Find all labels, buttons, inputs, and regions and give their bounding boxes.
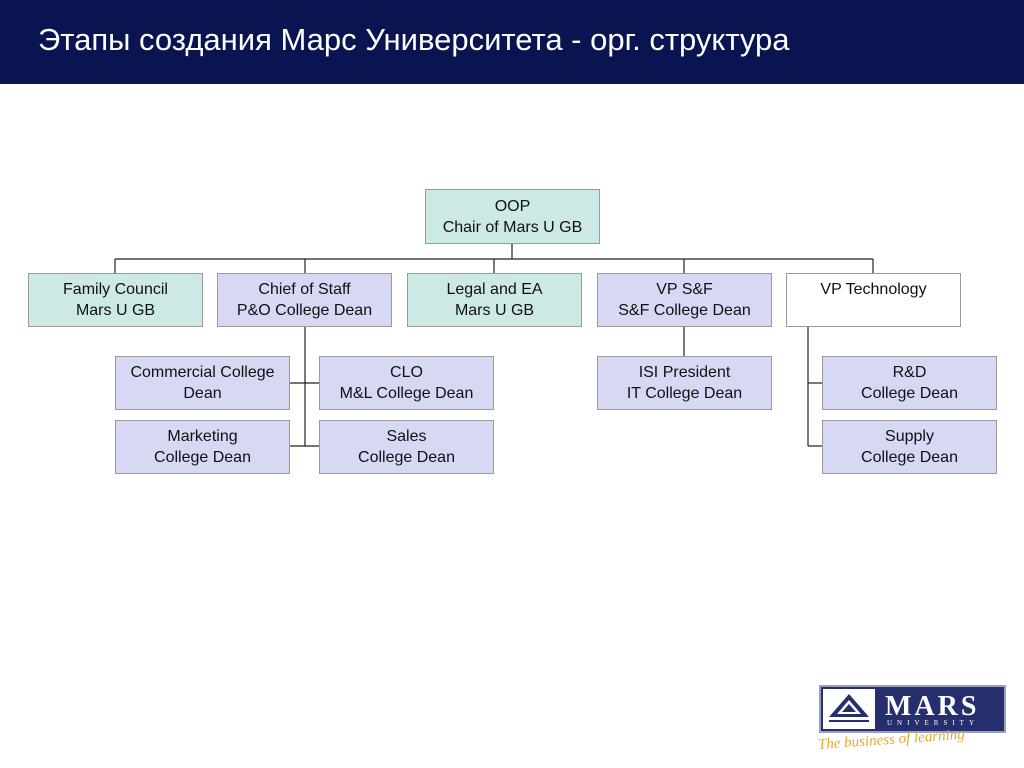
org-box-line: ISI President xyxy=(638,364,731,381)
org-box-line: Marketing xyxy=(167,428,238,445)
org-box-marketing-dean: Marketing College Dean xyxy=(115,420,290,474)
org-box-line: College Dean xyxy=(861,449,958,466)
logo-wordmark: MARS xyxy=(885,691,980,722)
org-box-line: Legal and EA xyxy=(446,281,543,298)
org-box-line: College Dean xyxy=(154,449,251,466)
org-box-line: OOP xyxy=(494,197,531,215)
org-box-line: R&D xyxy=(892,364,927,381)
page-title: Этапы создания Марс Университета - орг. … xyxy=(38,22,790,57)
org-box-vp-sf: VP S&F S&F College Dean xyxy=(597,273,772,327)
org-box-line: Family Council xyxy=(63,281,168,298)
org-box-oop-chair: OOP Chair of Mars U GB xyxy=(425,189,600,244)
org-box-line: Mars U GB xyxy=(75,302,156,319)
org-box-isi-president: ISI President IT College Dean xyxy=(597,356,772,410)
org-box-line: Supply xyxy=(885,428,934,445)
logo-frame: MARS UNIVERSITY xyxy=(819,685,1006,733)
org-box-line: CLO xyxy=(390,364,423,381)
org-box-line: S&F College Dean xyxy=(618,302,751,319)
org-box-line: Dean xyxy=(183,385,222,402)
org-box-vp-technology: VP Technology xyxy=(786,273,961,327)
org-box-line: Chair of Mars U GB xyxy=(442,218,583,236)
org-box-line: M&L College Dean xyxy=(339,385,474,402)
org-box-line: College Dean xyxy=(861,385,958,402)
title-bar: Этапы создания Марс Университета - орг. … xyxy=(0,0,1024,84)
mars-university-logo: MARS UNIVERSITY The business of learning xyxy=(817,684,1008,764)
org-box-family-council: Family Council Mars U GB xyxy=(28,273,203,327)
org-box-line: Mars U GB xyxy=(454,302,535,319)
pyramid-emblem-icon xyxy=(823,689,875,729)
org-box-clo: CLO M&L College Dean xyxy=(319,356,494,410)
org-box-line: P&O College Dean xyxy=(236,302,373,319)
org-box-line: IT College Dean xyxy=(626,385,743,402)
org-box-chief-of-staff: Chief of Staff P&O College Dean xyxy=(217,273,392,327)
org-box-line: College Dean xyxy=(358,449,455,466)
org-box-line: VP S&F xyxy=(656,281,713,298)
org-box-line: Commercial College xyxy=(130,364,275,381)
org-box-commercial-dean: Commercial College Dean xyxy=(115,356,290,410)
org-box-rnd-dean: R&D College Dean xyxy=(822,356,997,410)
org-box-line: Sales xyxy=(386,428,427,445)
org-box-sales-dean: Sales College Dean xyxy=(319,420,494,474)
org-box-line: Chief of Staff xyxy=(258,281,351,298)
logo-subtitle: UNIVERSITY xyxy=(887,719,979,727)
org-box-line: VP Technology xyxy=(820,281,927,298)
org-box-legal-ea: Legal and EA Mars U GB xyxy=(407,273,582,327)
org-box-supply-dean: Supply College Dean xyxy=(822,420,997,474)
